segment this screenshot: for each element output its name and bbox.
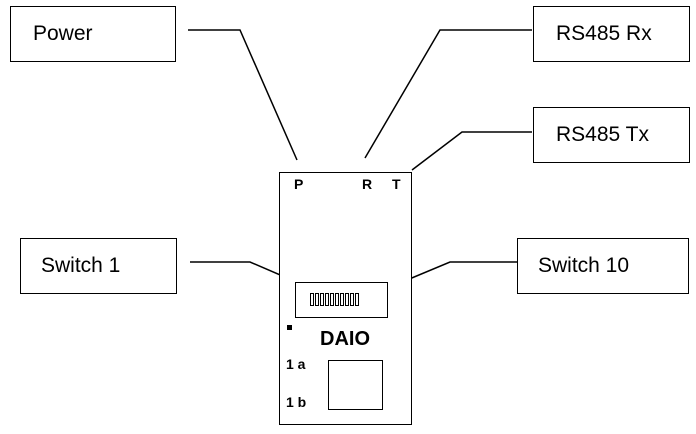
daio-module: P R T DAIO 1 a 1 b: [279, 172, 412, 425]
power-leader: [188, 29, 298, 161]
dip-switch-2: [315, 293, 319, 306]
dip-switch-7: [340, 293, 344, 306]
firmware-chip: [328, 360, 383, 410]
switch-10-label: Switch 10: [538, 254, 630, 277]
power-label-box: Power: [10, 6, 176, 62]
led-tx-letter: T: [392, 176, 401, 192]
dip-switch-8: [345, 293, 349, 306]
dip-switch-6: [335, 293, 339, 306]
firmware-label-1a: 1 a: [286, 356, 306, 372]
switch-1-label-box: Switch 1: [20, 238, 177, 294]
firmware-label-1b: 1 b: [286, 394, 307, 410]
rs485-rx-label: RS485 Rx: [556, 22, 652, 45]
rs485-rx-label-box: RS485 Rx: [533, 6, 690, 62]
switch-10-label-box: Switch 10: [517, 238, 689, 294]
dip-switch-3: [320, 293, 324, 306]
led-power-letter: P: [294, 176, 304, 192]
dip-switch-row: [310, 293, 360, 307]
tx-leader: [411, 131, 532, 171]
pin-1-marker: [287, 325, 292, 330]
rx-leader: [364, 29, 532, 159]
dip-switch-9: [350, 293, 354, 306]
rs485-tx-label-box: RS485 Tx: [533, 107, 690, 163]
switch-1-label: Switch 1: [41, 254, 121, 277]
brand-label: DAIO: [320, 328, 370, 350]
dip-switch-5: [330, 293, 334, 306]
power-label: Power: [33, 22, 93, 45]
dip-switch-4: [325, 293, 329, 306]
dip-switch-1: [310, 293, 314, 306]
rs485-tx-label: RS485 Tx: [556, 123, 649, 146]
dip-switch-block: [295, 282, 388, 318]
led-rx-letter: R: [362, 176, 373, 192]
dip-switch-10: [355, 293, 359, 306]
